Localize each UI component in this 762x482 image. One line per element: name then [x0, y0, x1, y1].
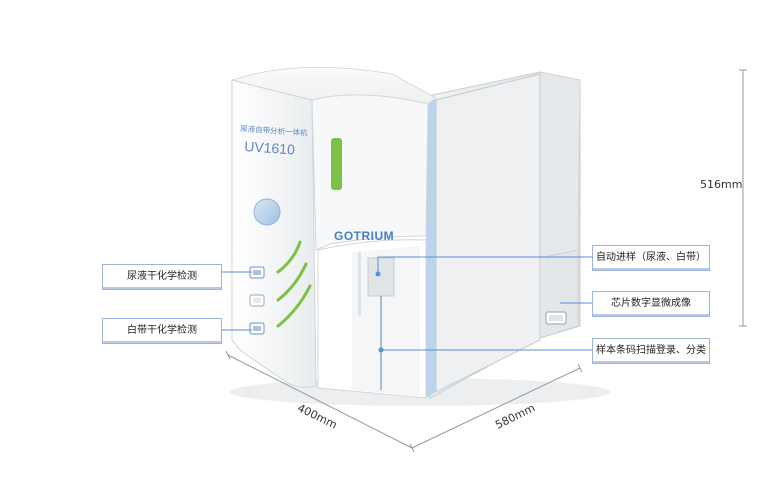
callout-urine-test: 尿液干化学检测 — [102, 264, 222, 290]
slot-1 — [249, 266, 265, 279]
green-arc-3 — [276, 284, 312, 328]
sample-probe — [358, 252, 361, 316]
model-label: UV1610 — [244, 138, 296, 158]
leader-dot-sample — [375, 271, 381, 277]
side-door — [435, 73, 541, 393]
product-title-label: 尿液自带分析一体机 — [240, 123, 309, 138]
callout-chip-imaging: 芯片数字显微成像 — [592, 291, 710, 317]
dimension-height: 516mm — [700, 178, 743, 191]
leader-lines — [222, 256, 592, 351]
callout-barcode: 样本条码扫描登录、分类 — [592, 338, 710, 364]
brand-logo: GOTRIUM — [334, 229, 394, 243]
sample-tray — [367, 257, 395, 297]
front-hood — [311, 94, 429, 251]
lower-right-panel — [539, 249, 579, 339]
rear-cover — [539, 71, 581, 259]
callout-auto-sample: 自动进样（尿液、白带） — [592, 245, 710, 271]
blue-seam — [426, 98, 436, 398]
status-light — [331, 138, 342, 190]
slot-2 — [249, 294, 265, 307]
slot-3 — [249, 322, 265, 335]
green-arc-1 — [276, 240, 302, 274]
callout-leucorrhea-test: 白带干化学检测 — [102, 318, 222, 344]
green-arc-2 — [276, 262, 308, 302]
dimension-lines — [225, 69, 747, 453]
leader-dot-barcode — [378, 347, 384, 353]
control-knob — [253, 198, 281, 226]
